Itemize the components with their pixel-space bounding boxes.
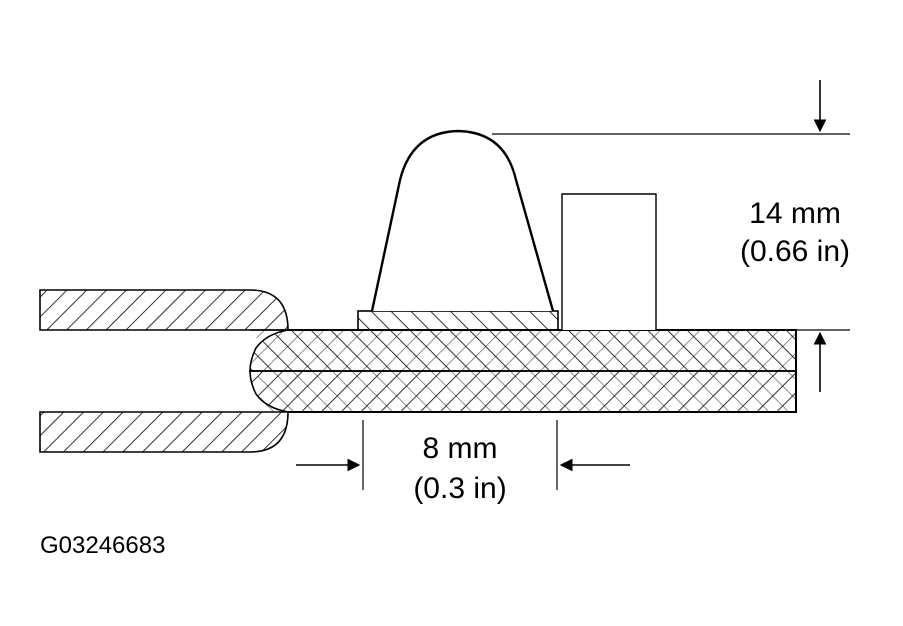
clip-dome [370, 129, 555, 312]
clip-base-plate [357, 310, 559, 331]
adjacent-block [561, 193, 657, 330]
width-dimension: 8 mm (0.3 in) [296, 420, 630, 505]
height-dimension: 14 mm (0.66 in) [492, 80, 850, 392]
width-label-mm: 8 mm [423, 432, 498, 465]
panel-upper-layer [249, 329, 797, 372]
panel-lower-layer [249, 370, 797, 413]
width-label-in: (0.3 in) [413, 472, 506, 505]
height-label-mm: 14 mm [749, 197, 841, 230]
lower-flange-sheet [39, 411, 289, 453]
figure-code: G03246683 [40, 532, 165, 559]
upper-flange-sheet [39, 289, 289, 331]
height-label-in: (0.66 in) [740, 235, 850, 268]
